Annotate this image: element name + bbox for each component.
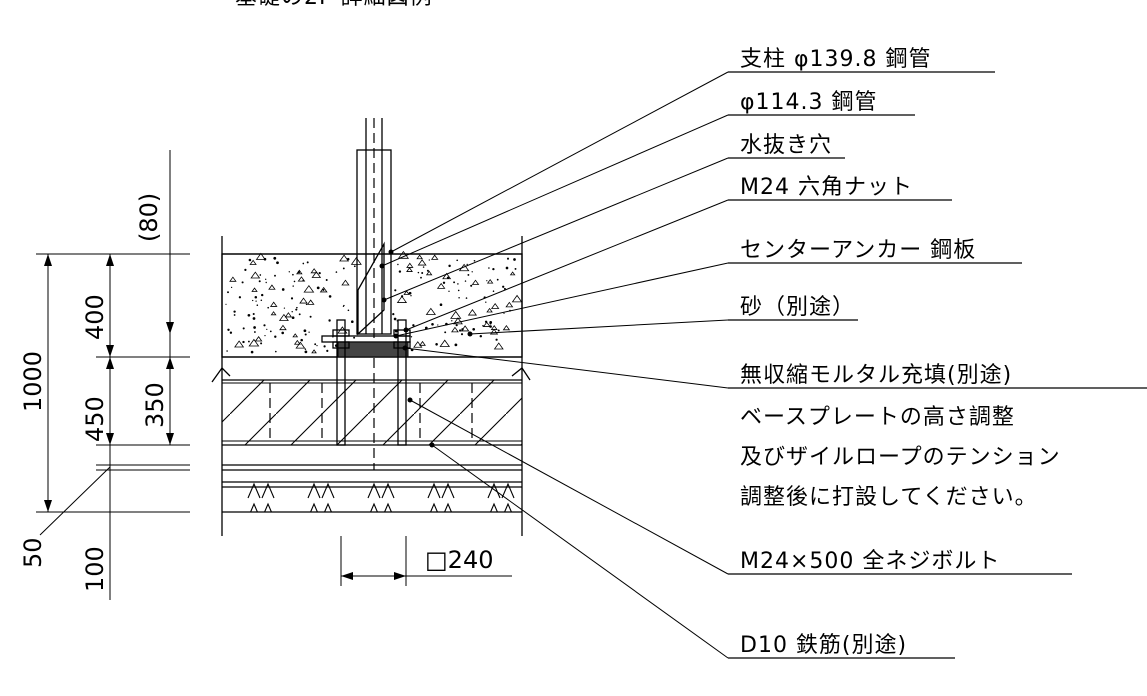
center-anchor-plate [357, 241, 385, 336]
dimension-lines [36, 150, 512, 600]
foundation-structure [211, 118, 531, 536]
label-anchor: センターアンカー 鋼板 [740, 238, 976, 263]
dim-400: 400 [81, 294, 109, 340]
label-note-1: ベースプレートの高さ調整 [740, 405, 1015, 430]
label-rebar: D10 鉄筋(別途) [740, 633, 907, 658]
label-note-2: 及びザイルロープのテンション [740, 445, 1061, 470]
label-sand: 砂（別途） [740, 295, 855, 320]
callout-labels: 支柱 φ139.8 鋼管 φ114.3 鋼管 水抜き穴 M24 六角ナット セン… [740, 47, 1061, 658]
dim-80: (80) [135, 193, 163, 242]
dim-50: 50 [19, 537, 47, 568]
label-pipe: φ114.3 鋼管 [740, 90, 878, 115]
drawing-title: 基礎の2F 詳細図例 [235, 0, 433, 10]
label-drain: 水抜き穴 [740, 133, 832, 158]
label-mortar: 無収縮モルタル充填(別途) [740, 363, 1012, 388]
dimension-texts: (80) 400 1000 450 350 50 100 □240 [19, 193, 493, 592]
label-note-3: 調整後に打設してください。 [740, 485, 1038, 510]
leader-lines [379, 71, 1147, 659]
dim-240: □240 [425, 546, 493, 574]
base-hatch-area [222, 380, 522, 445]
mortar-fill [337, 341, 409, 358]
dim-1000: 1000 [19, 351, 47, 412]
dim-450: 450 [81, 396, 109, 442]
dim-350: 350 [141, 382, 169, 428]
label-nut: M24 六角ナット [740, 175, 913, 200]
dim-100: 100 [81, 546, 109, 592]
anchor-bolt-right [397, 319, 407, 446]
hex-nut-left-bottom [332, 341, 350, 349]
concrete-speckle [225, 250, 523, 354]
hex-nut-right-bottom [393, 341, 411, 349]
label-post: 支柱 φ139.8 鋼管 [740, 47, 931, 72]
label-bolt: M24×500 全ネジボルト [740, 549, 1000, 574]
anchor-bolt-left [336, 319, 346, 446]
hex-nut-left-top [332, 329, 350, 337]
